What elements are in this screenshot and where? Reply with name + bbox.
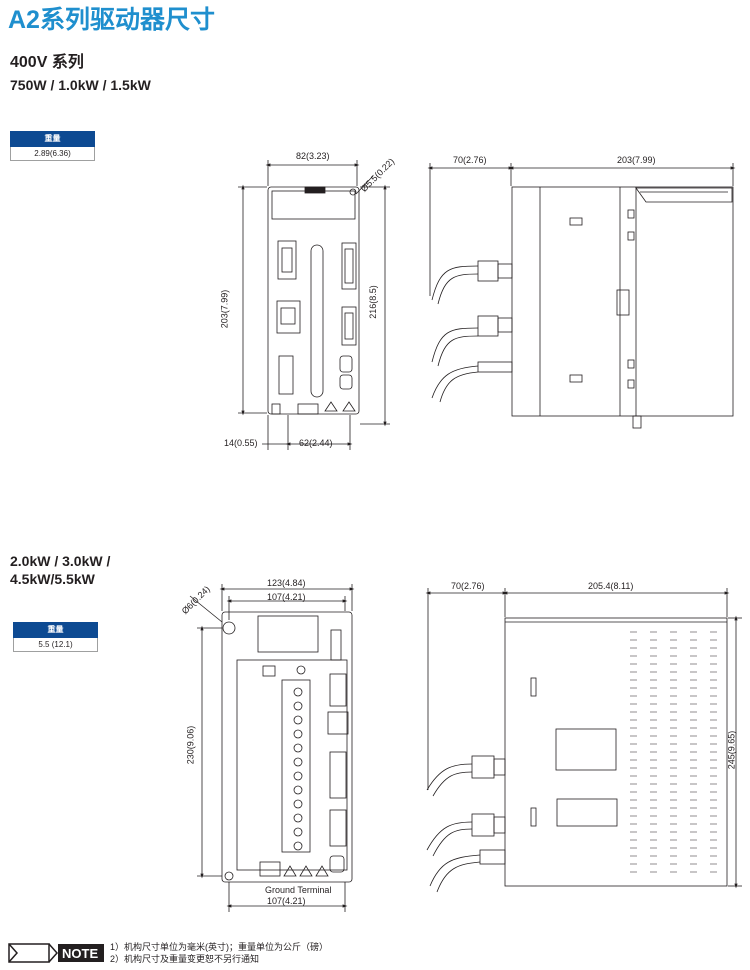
drive-front-view-1 xyxy=(267,186,360,415)
ground-terminal-label: Ground Terminal xyxy=(265,885,332,895)
note-line-2: 2）机构尺寸及重量变更恕不另行通知 xyxy=(110,954,260,964)
dim-height-2: 230(9.06) xyxy=(185,725,196,765)
weight-header: 重量 xyxy=(13,622,98,638)
page-title: A2系列驱动器尺寸 xyxy=(8,6,215,34)
weight-header: 重量 xyxy=(10,131,95,147)
note-badge-label: NOTE xyxy=(62,946,99,961)
dim-overall-1: 216(8.5) xyxy=(367,285,378,319)
dim-side-front-1: 70(2.76) xyxy=(453,155,487,165)
dim-depth-1: 203(7.99) xyxy=(617,155,656,165)
weight-value: 5.5 (12.1) xyxy=(13,638,98,652)
weight-value: 2.89(6.36) xyxy=(10,147,95,161)
power-range-2: 2.0kW / 3.0kW / 4.5kW/5.5kW xyxy=(10,552,110,588)
drive-side-view-2 xyxy=(426,617,728,893)
power-range-2-line1: 2.0kW / 3.0kW / xyxy=(10,553,111,569)
weight-table-1: 重量 2.89(6.36) xyxy=(10,131,95,161)
dim-pitch-bottom-2: 107(4.21) xyxy=(267,896,306,906)
weight-table-2: 重量 5.5 (12.1) xyxy=(13,622,98,652)
power-range-2-line2: 4.5kW/5.5kW xyxy=(10,571,95,587)
dim-depth-2: 205.4(8.11) xyxy=(588,581,634,591)
note-line-1: 1）机构尺寸单位为毫米(英寸)；重量单位为公斤（磅） xyxy=(110,942,329,952)
power-range-1: 750W / 1.0kW / 1.5kW xyxy=(10,77,151,93)
dim-pitch-top-2: 107(4.21) xyxy=(267,592,306,602)
drive-front-view-2 xyxy=(221,611,353,883)
pencil-icon xyxy=(8,943,50,963)
notes: 1）机构尺寸单位为毫米(英寸)；重量单位为公斤（磅） 2）机构尺寸及重量变更恕不… xyxy=(110,941,328,965)
dim-offset-1: 14(0.55) xyxy=(224,438,258,448)
series-label: 400V 系列 xyxy=(10,54,84,71)
note-badge: NOTE xyxy=(8,941,104,970)
dim-pitch-1: 62(2.44) xyxy=(299,438,333,448)
dim-width-2: 123(4.84) xyxy=(267,578,306,588)
drive-side-view-1 xyxy=(431,186,734,429)
dim-width-1: 82(3.23) xyxy=(296,151,330,161)
dim-overall-2: 245(9.65) xyxy=(726,730,737,770)
dim-height-1: 203(7.99) xyxy=(219,289,230,329)
dim-side-front-2: 70(2.76) xyxy=(451,581,485,591)
